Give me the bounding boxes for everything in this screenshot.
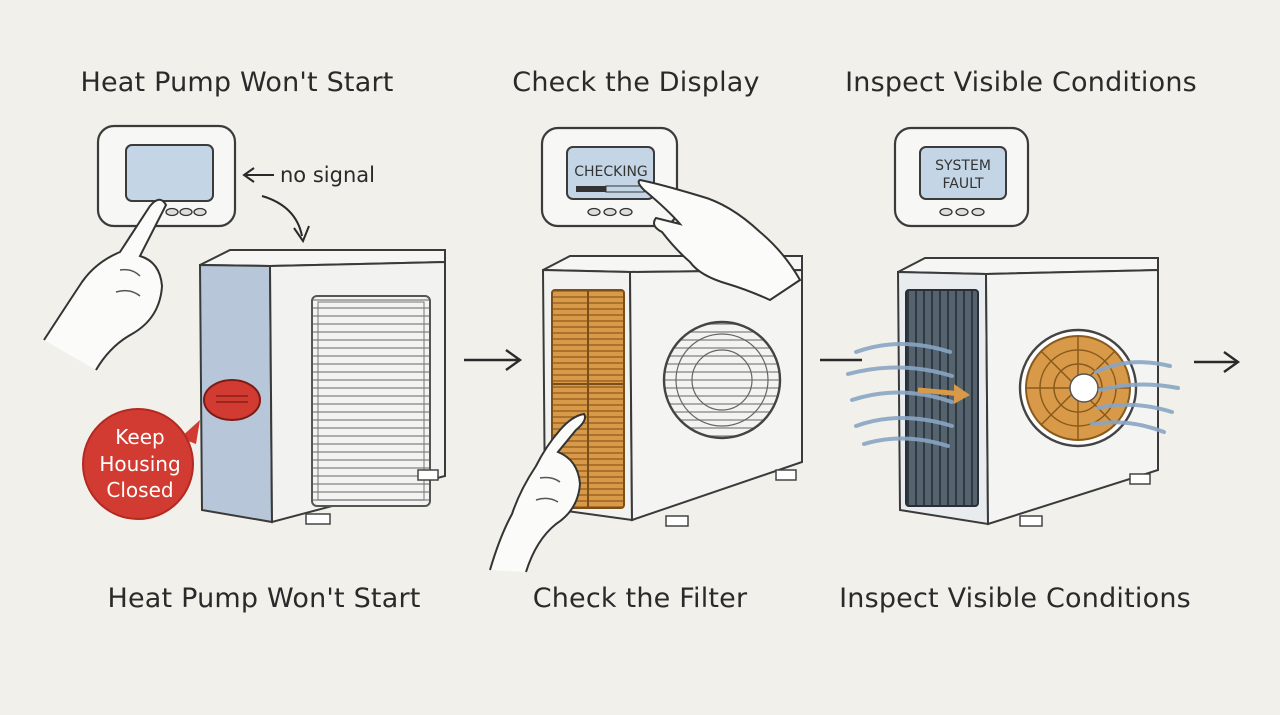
panel-1-bottom-caption: Heat Pump Won't Start — [107, 583, 421, 614]
outdoor-unit-panel-3 — [896, 257, 1159, 527]
badge-line-1: Keep — [115, 425, 164, 449]
thermostat-panel-3: SYSTEM FAULT — [893, 126, 1030, 228]
outdoor-unit-panel-2 — [541, 255, 803, 527]
panel-1-scene: no signal — [43, 124, 446, 525]
panel-3-scene: SYSTEM FAULT — [846, 126, 1180, 527]
hand-on-filter-icon — [489, 412, 586, 573]
hand-pointing-icon — [43, 198, 168, 371]
hand-on-display-icon — [637, 178, 802, 302]
display-fault-line-2: FAULT — [942, 176, 983, 192]
no-signal-label: no signal — [280, 163, 375, 187]
airflow-direction-icon — [917, 384, 970, 404]
panel-2-top-caption: Check the Display — [512, 67, 760, 98]
display-checking-text: CHECKING — [574, 164, 648, 180]
fan-grill-icon — [662, 320, 782, 440]
outdoor-unit-panel-1 — [198, 249, 446, 525]
thermostat-panel-2: CHECKING — [540, 126, 679, 228]
access-plate-icon — [203, 379, 261, 421]
thermostat-panel-1 — [96, 124, 237, 228]
badge-line-3: Closed — [106, 478, 173, 502]
flow-arrow-3-icon — [1194, 351, 1241, 373]
flow-arrow-1-icon — [464, 349, 523, 371]
panel-3-bottom-caption: Inspect Visible Conditions — [839, 583, 1191, 614]
panel-2-bottom-caption: Check the Filter — [532, 583, 748, 614]
keep-housing-closed-badge: Keep Housing Closed — [82, 408, 200, 520]
badge-line-2: Housing — [99, 452, 180, 476]
panel-3-top-caption: Inspect Visible Conditions — [845, 67, 1197, 98]
no-signal-callout: no signal — [242, 163, 375, 244]
airflow-lines-icon — [846, 342, 1180, 448]
panel-2-scene: CHECKING — [489, 126, 803, 573]
display-fault-line-1: SYSTEM — [935, 158, 991, 174]
panel-1-top-caption: Heat Pump Won't Start — [80, 67, 394, 98]
